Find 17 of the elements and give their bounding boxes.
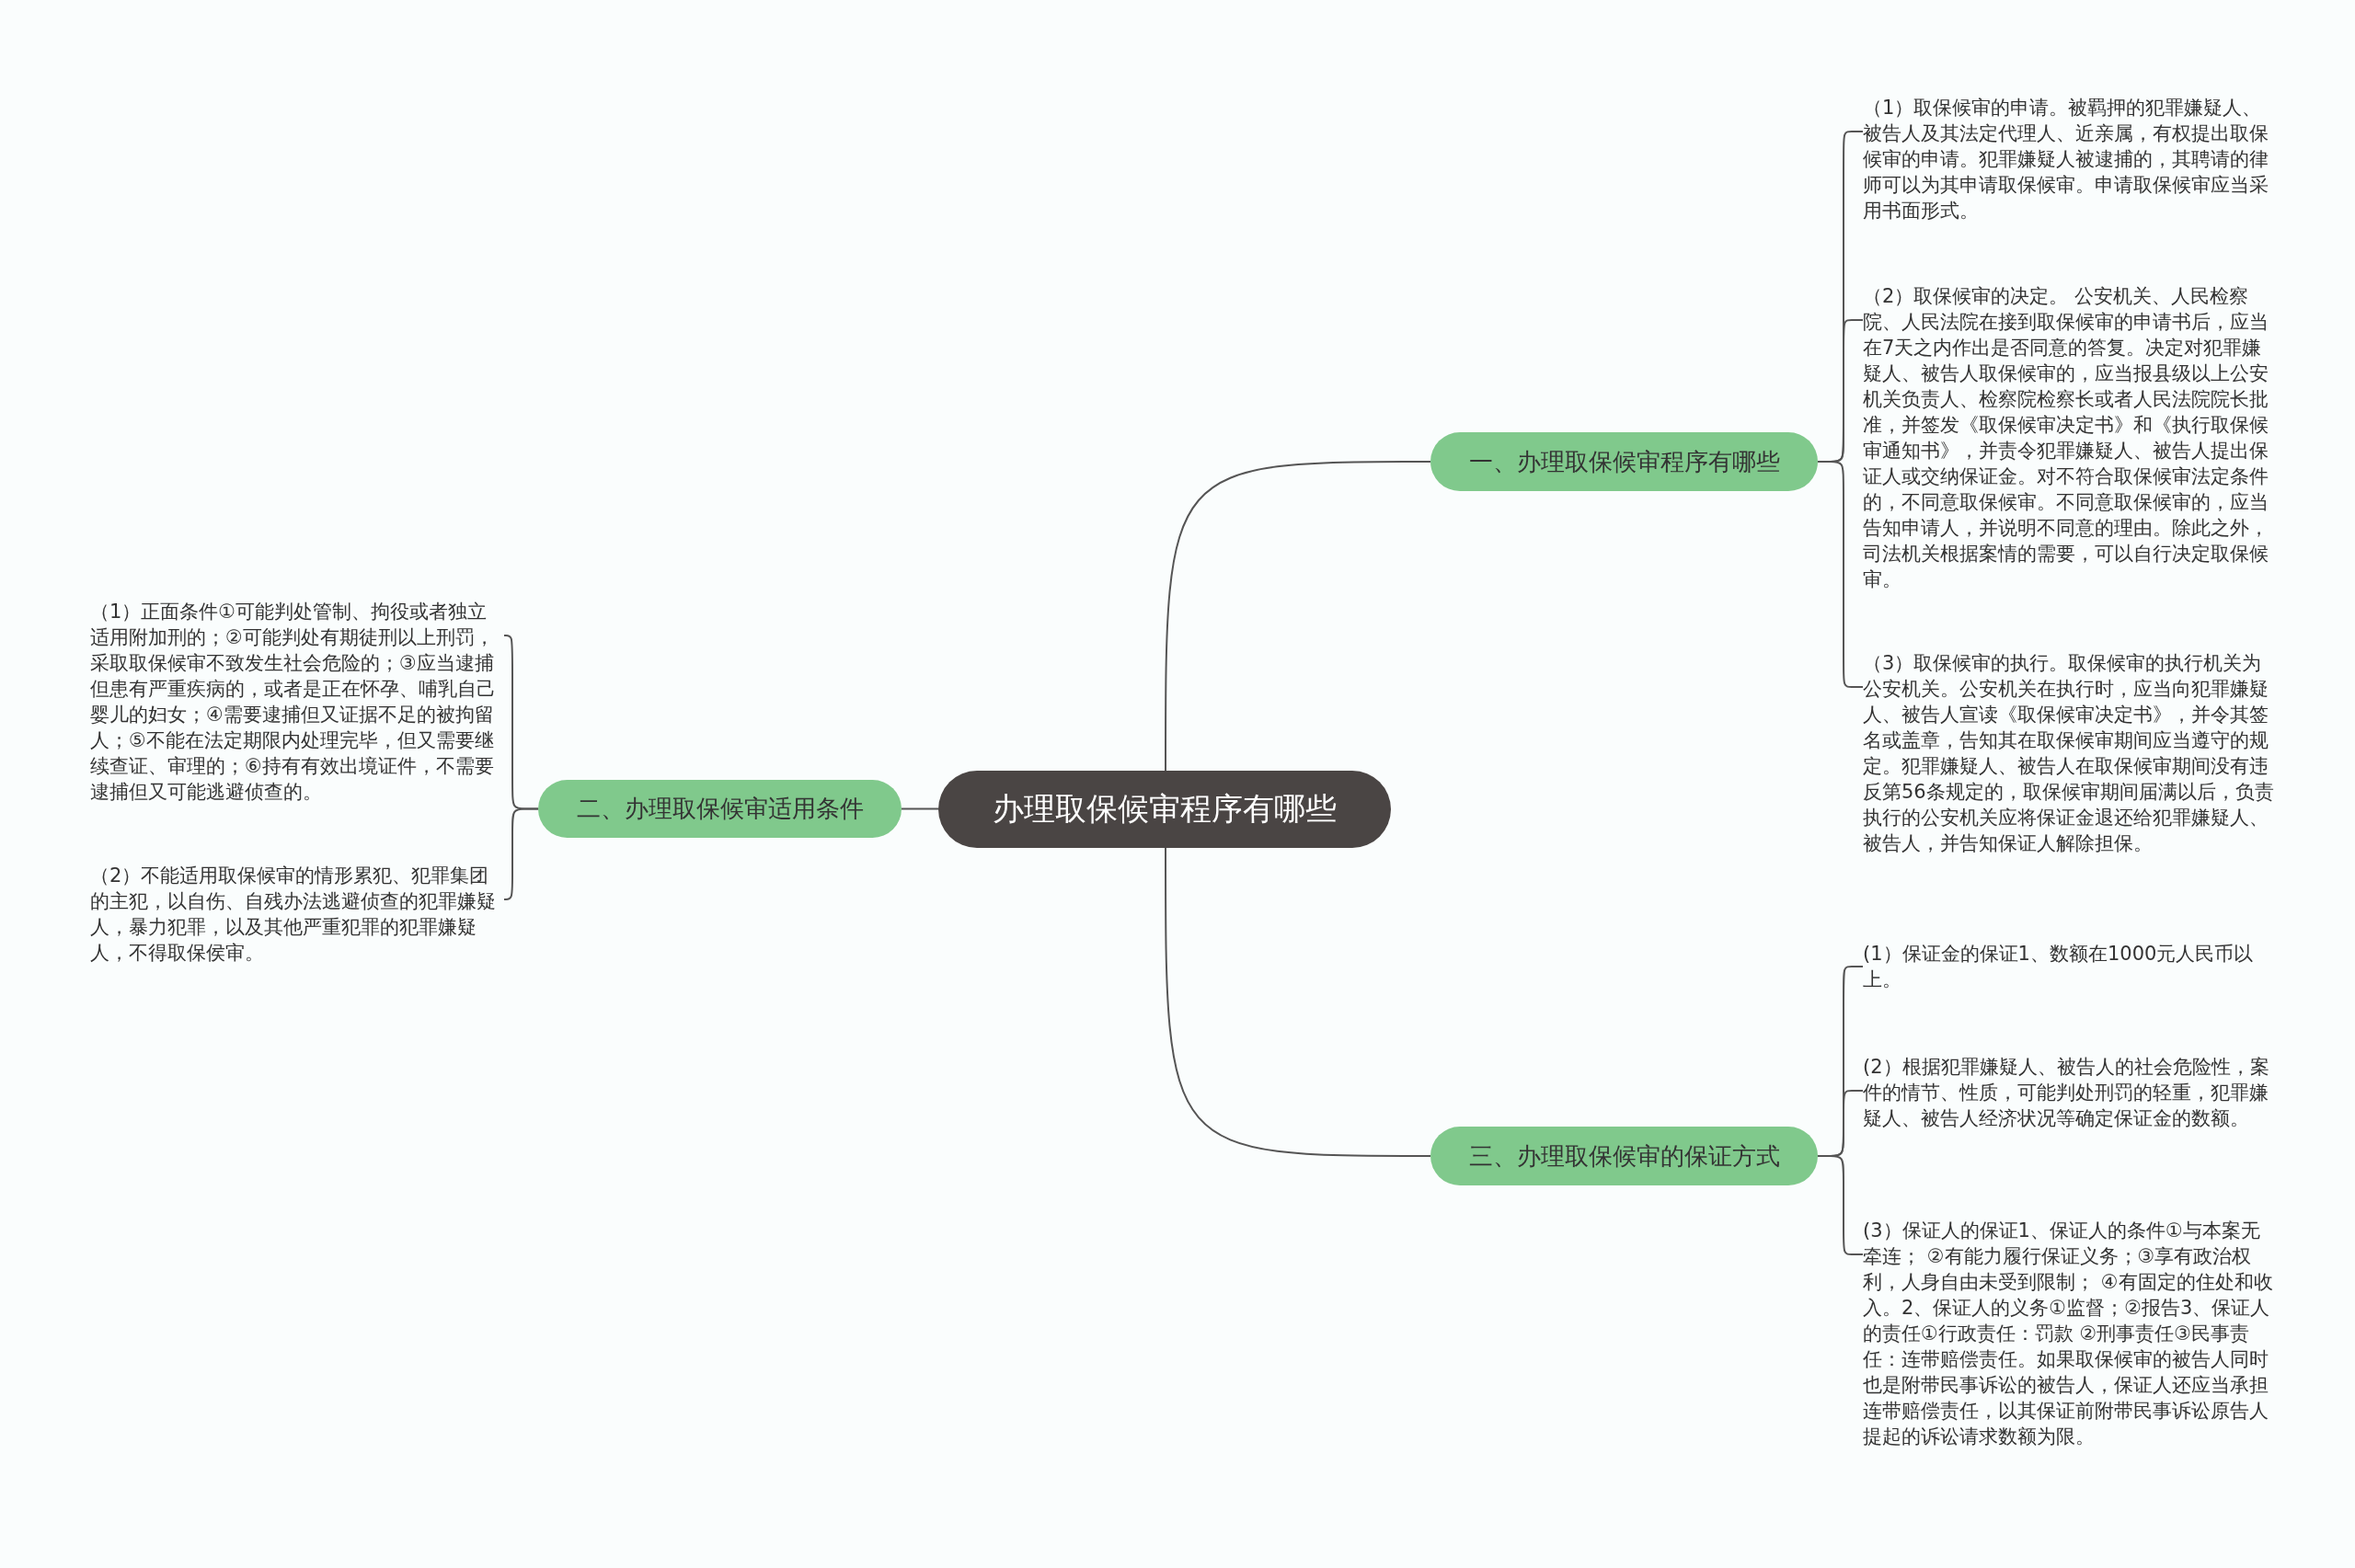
detail-text: (3）保证人的保证1、保证人的条件①与本案无牵连； ②有能力履行保证义务；③享有政治权利，人身自由未受到限制； ④有固定的住处和收入。2、保证人的义务①监督；②报告3、保证人的责任①行政责任：罚款 ②刑事责任③民事责任：连带赔偿责任。如果取保候审的被告人同时也是附带民事诉讼的被告人，保证人还应当承担连带赔偿责任，以其保证前附带民事诉讼原告人提起的诉讼请求数额为限。	[1863, 1218, 2277, 1449]
branch-topic: 三、办理取保候审的保证方式	[1430, 1127, 1818, 1185]
connector-line	[1817, 461, 1864, 688]
branch-topic: 二、办理取保候审适用条件	[538, 780, 902, 838]
branch-topic: 一、办理取保候审程序有哪些	[1430, 432, 1818, 491]
detail-text: (2）根据犯罪嫌疑人、被告人的社会危险性，案件的情节、性质，可能判处刑罚的轻重，犯罪嫌疑人、被告人经济状况等确定保证金的数额。	[1863, 1054, 2277, 1131]
detail-text: （1）正面条件①可能判处管制、拘役或者独立适用附加刑的；②可能判处有期徒刑以上刑罚，采取取保候审不致发生社会危险的；③应当逮捕但患有严重疾病的，或者是正在怀孕、哺乳自己婴儿的妇女；④需要逮捕但又证据不足的被拘留人；⑤不能在法定期限内处理完毕，但又需要继续查证、审理的；⑥持有有效出境证件，不需要逮捕但又可能逃避侦查的。	[90, 599, 504, 805]
connector-line	[1165, 847, 1431, 1157]
detail-text: （2）取保候审的决定。 公安机关、人民检察院、人民法院在接到取保候审的申请书后，应当在7天之内作出是否同意的答复。决定对犯罪嫌疑人、被告人取保候审的，应当报县级以上公安机关负责人、检察院检察长或者人民法院院长批准，并签发《取保候审决定书》和《执行取保候审通知书》，并责令犯罪嫌疑人、被告人提出保证人或交纳保证金。对不符合取保候审法定条件的，不同意取保候审。不同意取保候审的，应当告知申请人，并说明不同意的理由。除此之外，司法机关根据案情的需要，可以自行决定取保候审。	[1863, 283, 2277, 592]
detail-text: （3）取保候审的执行。取保候审的执行机关为公安机关。公安机关在执行时，应当向犯罪嫌疑人、被告人宣读《取保候审决定书》，并令其签名或盖章，告知其在取保候审期间应当遵守的规定。犯罪嫌疑人、被告人在取保候审期间没有违反第56条规定的，取保候审期间届满以后，负责执行的公安机关应将保证金退还给犯罪嫌疑人、被告人，并告知保证人解除担保。	[1863, 650, 2277, 856]
detail-text: (1）保证金的保证1、数额在1000元人民币以上。	[1863, 941, 2277, 992]
detail-text: （2）不能适用取保候审的情形累犯、犯罪集团的主犯，以自伤、自残办法逃避侦查的犯罪嫌疑人，暴力犯罪，以及其他严重犯罪的犯罪嫌疑人，不得取保侯审。	[90, 863, 504, 966]
detail-text: （1）取保候审的申请。被羁押的犯罪嫌疑人、被告人及其法定代理人、近亲属，有权提出取保候审的申请。犯罪嫌疑人被逮捕的，其聘请的律师可以为其申请取保候审。申请取保候审应当采用书面形式。	[1863, 95, 2277, 223]
connector-line	[503, 807, 539, 900]
connector-line	[1165, 461, 1431, 772]
central-topic: 办理取保候审程序有哪些	[938, 771, 1391, 848]
connector-line	[901, 807, 939, 810]
